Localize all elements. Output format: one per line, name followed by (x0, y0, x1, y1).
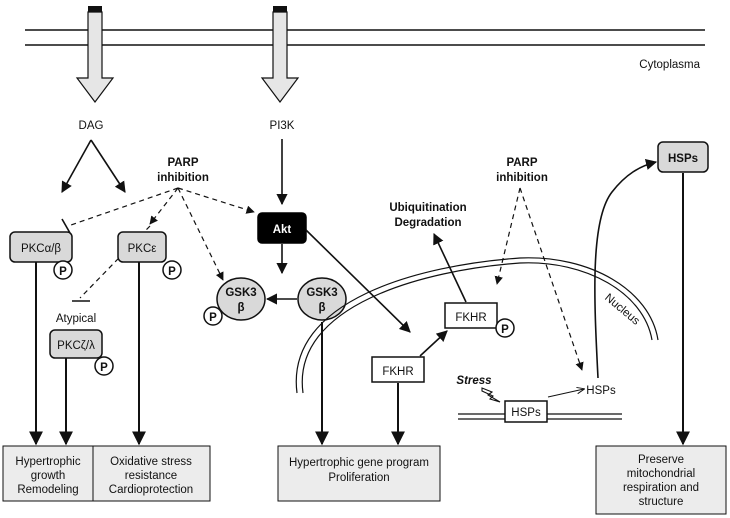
parp-left-dashed-effects (67, 187, 255, 299)
receptor-dag (75, 6, 115, 103)
inhibition-bar-pkc-alpha (61, 218, 71, 234)
cell-membrane (25, 29, 705, 46)
akt-label: Akt (273, 224, 292, 236)
hsps-gene-node (504, 400, 548, 423)
arrow-dag-pkc-epsilon (90, 139, 126, 193)
ubiquitination-line1: Ubiquitination (389, 202, 466, 214)
phospho-label-pkc-zeta: P (100, 362, 108, 374)
gsk3-line1: GSK3 (306, 287, 337, 299)
outcome-mitochondrial: Preserve mitochondrial respiration and s… (595, 445, 727, 515)
outcome-gene-line2: Proliferation (328, 472, 389, 484)
gsk3-phospho-line2: β (237, 302, 244, 314)
parp-right-dashed-effects (494, 187, 584, 371)
arrow-akt-fkhr (305, 229, 411, 333)
phospho-circle-pkc-zeta (94, 356, 114, 376)
gsk3-node (297, 277, 347, 321)
outcome-mito-line2: mitochondrial (627, 468, 695, 480)
nuclear-envelope (295, 257, 659, 394)
hsps-cytoplasmic-label: HSPs (668, 153, 698, 165)
cytoplasma-label: Cytoplasma (639, 59, 700, 71)
phospho-label-fkhr: P (501, 324, 509, 336)
gsk3-line2: β (318, 302, 325, 314)
outcome-mito-line3: respiration and (623, 482, 699, 494)
arrow-hsps-export (594, 159, 658, 379)
receptor-pi3k (260, 6, 300, 103)
arrow-hsps-expression (547, 389, 584, 398)
phospho-circle-gsk3 (203, 306, 223, 326)
akt-node (257, 212, 307, 244)
phospho-label-pkc-epsilon: P (168, 266, 176, 278)
arrow-fkhr-ubiquitination (433, 232, 467, 303)
lightning-icon (481, 387, 501, 403)
stress-label: Stress (456, 375, 491, 387)
parp-inhibition-right-line1: PARP (506, 157, 537, 169)
pi3k-label: PI3K (270, 120, 295, 132)
phospho-circle-pkc-alpha (53, 260, 73, 280)
outcome-hypertrophic-line3: Remodeling (17, 484, 78, 496)
outcome-hypertrophic-growth: Hypertrophic growth Remodeling (2, 445, 94, 502)
pkc-epsilon-label: PKCε (128, 243, 157, 255)
outcome-mito-line1: Preserve (638, 454, 684, 466)
fkhr-cytoplasmic-node (371, 356, 425, 383)
outcome-oxidative-line1: Oxidative stress (110, 456, 192, 468)
pkc-epsilon-node (117, 231, 167, 263)
phospho-circle-pkc-epsilon (162, 260, 182, 280)
arrow-dag-pkc-alpha (61, 139, 92, 193)
pkc-alpha-beta-node (9, 231, 73, 263)
fkhr-nuclear-label: FKHR (455, 312, 486, 324)
outcome-gene-program: Hypertrophic gene program Proliferation (277, 445, 441, 502)
gsk3-phospho-line1: GSK3 (225, 287, 256, 299)
outcome-oxidative-line3: Cardioprotection (109, 484, 193, 496)
pkc-alpha-beta-label: PKCα/β (21, 243, 61, 255)
hsps-gene-label: HSPs (511, 407, 541, 419)
fkhr-cytoplasmic-label: FKHR (382, 366, 413, 378)
outcome-gene-line1: Hypertrophic gene program (289, 457, 429, 469)
gsk3-phospho-node (216, 277, 266, 321)
outcome-mito-line4: structure (639, 496, 684, 508)
phospho-circle-fkhr (495, 318, 515, 338)
arrow-fkhr-phosphorylation (419, 330, 448, 357)
atypical-label: Atypical (56, 313, 96, 325)
phospho-label-pkc-alpha: P (59, 266, 67, 278)
ubiquitination-line2: Degradation (394, 217, 461, 229)
pkc-zeta-lambda-node (49, 329, 103, 359)
parp-inhibition-left-line2: inhibition (157, 172, 209, 184)
hsps-nuclear-label: HSPs (586, 385, 616, 397)
outcome-oxidative-line2: resistance (125, 470, 177, 482)
phospho-label-gsk3: P (209, 312, 217, 324)
parp-inhibition-right-line2: inhibition (496, 172, 548, 184)
outcome-hypertrophic-line1: Hypertrophic (15, 456, 80, 468)
hsps-cytoplasmic-node (657, 141, 709, 173)
outcome-hypertrophic-line2: growth (31, 470, 66, 482)
parp-inhibition-left-line1: PARP (167, 157, 198, 169)
fkhr-nuclear-node (444, 302, 498, 329)
dag-label: DAG (79, 120, 104, 132)
outcome-oxidative-stress: Oxidative stress resistance Cardioprotec… (92, 445, 211, 502)
pkc-zeta-lambda-label: PKCζ/λ (57, 340, 95, 352)
